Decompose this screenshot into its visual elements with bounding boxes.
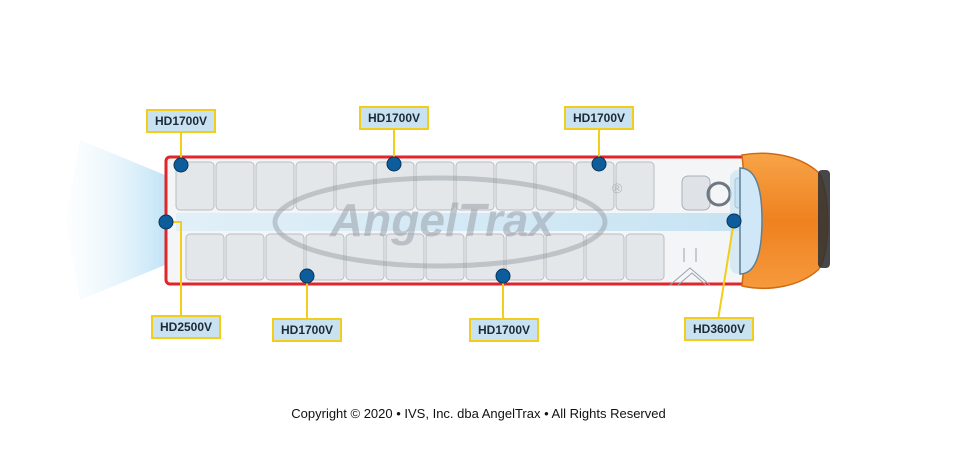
rear-view-cone	[65, 140, 165, 300]
camera-label-rear: HD2500V	[151, 315, 222, 339]
camera-label-bottom-mid: HD1700V	[469, 318, 540, 342]
copyright-notice: Copyright © 2020 • IVS, Inc. dba AngelTr…	[291, 406, 666, 421]
camera-label-top-mid: HD1700V	[359, 106, 430, 130]
bus-aisle	[176, 213, 741, 231]
camera-label-driver: HD3600V	[684, 317, 755, 341]
camera-dot-top-front	[591, 156, 607, 172]
camera-dot-driver	[726, 213, 742, 229]
camera-label-top-front: HD1700V	[564, 106, 635, 130]
camera-label-bottom-rear: HD1700V	[272, 318, 343, 342]
camera-dot-bottom-rear	[299, 268, 315, 284]
watermark-logo: AngelTrax	[329, 194, 557, 246]
entry-steps	[669, 248, 711, 286]
watermark-registered-mark: ®	[612, 180, 623, 196]
camera-dot-rear	[158, 214, 174, 230]
seat-row-top	[175, 161, 655, 211]
camera-dot-bottom-mid	[495, 268, 511, 284]
seat-row-bottom	[185, 233, 665, 281]
camera-label-top-rear: HD1700V	[146, 109, 217, 133]
watermark-swoosh	[272, 175, 608, 269]
camera-dot-top-mid	[386, 156, 402, 172]
front-bumper	[818, 170, 830, 268]
camera-dot-top-rear	[173, 157, 189, 173]
windshield	[739, 167, 763, 275]
